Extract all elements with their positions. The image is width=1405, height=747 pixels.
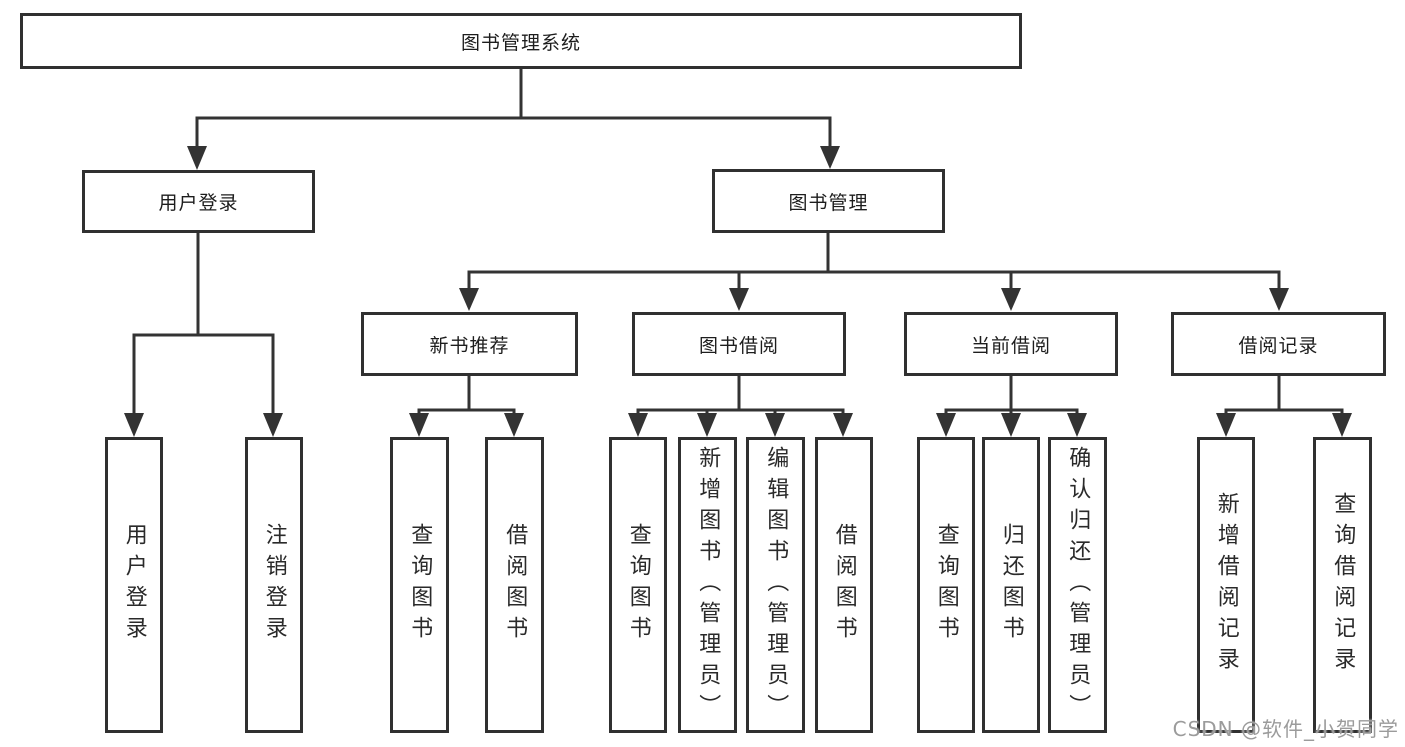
leaf-label: 归还图书 bbox=[998, 523, 1024, 647]
leaf-user-login: 用户登录 bbox=[105, 437, 163, 733]
node-label: 图书借阅 bbox=[698, 334, 779, 357]
node-borrow-records: 借阅记录 bbox=[1171, 312, 1386, 376]
leaf-label: 查询图书 bbox=[407, 523, 433, 647]
watermark: CSDN @软件_小贺同学 bbox=[1172, 717, 1399, 741]
node-book-borrow: 图书借阅 bbox=[632, 312, 846, 376]
leaf-label: 查询图书 bbox=[933, 523, 959, 647]
node-root: 图书管理系统 bbox=[20, 13, 1022, 69]
leaf-label: 借阅图书 bbox=[831, 523, 857, 647]
leaf-borrow-books: 借阅图书 bbox=[815, 437, 873, 733]
leaf-confirm-return-admin: 确认归还（管理员） bbox=[1048, 437, 1107, 733]
node-label: 当前借阅 bbox=[970, 334, 1051, 357]
node-label: 新书推荐 bbox=[429, 334, 510, 357]
node-label: 用户登录 bbox=[158, 192, 239, 214]
leaf-label: 用户登录 bbox=[121, 523, 147, 647]
leaf-label: 编辑图书（管理员） bbox=[763, 445, 789, 725]
leaf-label: 注销登录 bbox=[261, 523, 287, 647]
node-new-book-recommend: 新书推荐 bbox=[361, 312, 578, 376]
leaf-label: 确认归还（管理员） bbox=[1065, 445, 1091, 725]
node-user-login: 用户登录 bbox=[82, 170, 315, 233]
node-label: 图书管理系统 bbox=[460, 31, 581, 54]
leaf-query-books-current: 查询图书 bbox=[917, 437, 975, 733]
node-label: 借阅记录 bbox=[1238, 334, 1319, 357]
leaf-label: 借阅图书 bbox=[502, 523, 528, 647]
leaf-logout: 注销登录 bbox=[245, 437, 303, 733]
leaf-query-borrow-record: 查询借阅记录 bbox=[1313, 437, 1372, 733]
leaf-add-borrow-record: 新增借阅记录 bbox=[1197, 437, 1255, 733]
node-label: 图书管理 bbox=[788, 191, 869, 214]
arrowheads bbox=[124, 146, 1352, 437]
leaf-query-books-recommend: 查询图书 bbox=[390, 437, 449, 733]
node-book-management: 图书管理 bbox=[712, 169, 945, 233]
node-current-borrow: 当前借阅 bbox=[904, 312, 1118, 376]
leaf-label: 新增借阅记录 bbox=[1213, 492, 1239, 678]
leaf-label: 查询图书 bbox=[625, 523, 651, 647]
leaf-return-books: 归还图书 bbox=[982, 437, 1040, 733]
leaf-query-books-borrow: 查询图书 bbox=[609, 437, 667, 733]
leaf-add-book-admin: 新增图书（管理员） bbox=[678, 437, 737, 733]
leaf-label: 查询借阅记录 bbox=[1330, 492, 1356, 678]
leaf-edit-book-admin: 编辑图书（管理员） bbox=[746, 437, 805, 733]
leaf-label: 新增图书（管理员） bbox=[695, 445, 721, 725]
leaf-borrow-books-recommend: 借阅图书 bbox=[485, 437, 544, 733]
